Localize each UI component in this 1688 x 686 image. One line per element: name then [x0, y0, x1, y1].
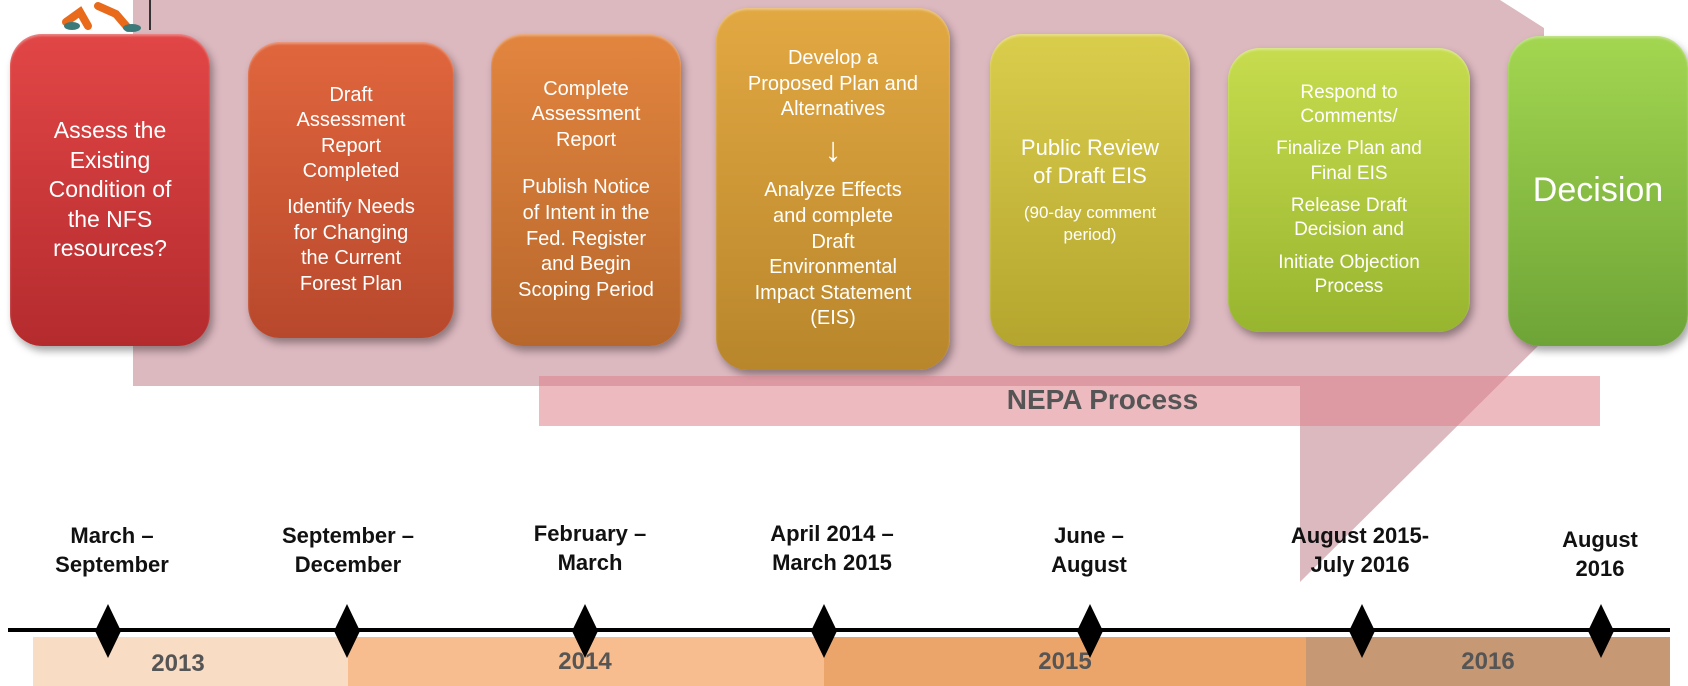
step-2-detail: the Current: [300, 247, 402, 270]
step-5-detail: period): [1063, 225, 1117, 245]
year-label: 2013: [151, 650, 205, 677]
step-respond-finalize: Respond to Comments/ Finalize Plan and F…: [1228, 48, 1470, 332]
step-1-line: the NFS: [67, 205, 153, 232]
date-label: April 2014 – March 2015: [752, 520, 912, 577]
step-3-detail: Publish Notice: [522, 176, 650, 199]
milestone-diamond: [1077, 604, 1103, 658]
step-6-detail: Release Draft: [1290, 195, 1408, 216]
step-1-line: Assess the: [53, 117, 167, 144]
date-label: August 2015- July 2016: [1284, 522, 1436, 579]
step-4-title: Alternatives: [780, 98, 886, 121]
milestone-diamond: [572, 604, 598, 658]
step-4-title: Proposed Plan and: [747, 72, 919, 95]
step-3-detail: Scoping Period: [518, 278, 654, 301]
step-2-title: Report: [320, 134, 382, 157]
step-6-detail: Final EIS: [1310, 162, 1388, 184]
milestone-diamond: [1349, 604, 1375, 658]
date-label: February – March: [520, 520, 660, 577]
date-label: March – September: [52, 522, 172, 579]
step-6-detail: Finalize Plan and: [1276, 138, 1422, 160]
date-label: September – December: [268, 522, 428, 579]
date-label-line: August: [1562, 527, 1638, 552]
step-6-detail: Initiate Objection: [1278, 251, 1420, 273]
step-3-detail: Fed. Register: [525, 227, 647, 250]
step-1-line: Existing: [69, 146, 151, 173]
step-3-detail: of Intent in the: [522, 202, 650, 224]
year-band-2015: [824, 637, 1306, 686]
step-6-detail: Process: [1314, 275, 1384, 297]
timeline-axis: [8, 628, 1670, 632]
year-band-2013: [33, 637, 348, 686]
date-label-line: March: [557, 549, 623, 575]
step-assess-condition: Assess the Existing Condition of the NFS…: [10, 34, 210, 346]
step-4-title: Develop a: [787, 47, 879, 70]
walking-person-icon: [62, 0, 151, 32]
date-label-line: 2016: [1575, 555, 1625, 581]
step-5-title: of Draft EIS: [1033, 163, 1147, 189]
year-label: 2015: [1038, 648, 1092, 675]
step-2-detail: Forest Plan: [299, 272, 403, 295]
step-3-detail: and Begin: [540, 253, 632, 276]
date-label-line: August: [1051, 551, 1127, 577]
step-proposed-plan: Develop a Proposed Plan and Alternatives…: [716, 8, 950, 370]
step-1-line: Condition of: [48, 176, 172, 203]
step-4-detail: Draft: [811, 230, 855, 253]
step-4-detail: Impact Statement: [754, 281, 912, 304]
step-2-title: Draft: [329, 83, 373, 106]
step-6-title: Respond to: [1300, 81, 1398, 103]
step-decision: Decision: [1508, 36, 1688, 346]
step-2-title: Assessment: [296, 109, 406, 132]
nepa-process-bar: [539, 376, 1600, 426]
milestone-diamond: [334, 604, 360, 658]
year-label: 2016: [1461, 648, 1515, 675]
step-1-line: resources?: [53, 235, 167, 262]
step-3-title: Assessment: [531, 103, 641, 126]
date-label-line: August 2015-: [1290, 523, 1430, 548]
date-label-line: February –: [533, 521, 647, 546]
step-2-detail: Identify Needs: [287, 196, 415, 218]
date-label: August 2016: [1550, 526, 1650, 583]
step-public-review: Public Review of Draft EIS (90-day comme…: [990, 34, 1190, 346]
date-label-line: December: [294, 551, 402, 577]
step-4-detail: Analyze Effects: [764, 179, 902, 202]
step-3-title: Report: [555, 128, 617, 151]
down-arrow-icon: ↓: [824, 130, 842, 169]
date-label-line: July 2016: [1310, 551, 1410, 577]
date-label-line: April 2014 –: [770, 521, 894, 546]
step-4-detail: and complete: [772, 204, 894, 227]
date-label-line: September –: [281, 523, 415, 548]
milestone-diamond: [95, 604, 121, 658]
step-4-detail: (EIS): [810, 307, 856, 330]
step-5-detail: (90-day comment: [1023, 203, 1157, 223]
step-4-detail: Environmental: [769, 256, 897, 279]
milestone-diamond: [1588, 604, 1614, 658]
step-6-detail: Decision and: [1294, 219, 1404, 241]
step-3-title: Complete: [543, 77, 629, 100]
date-label-line: June –: [1054, 523, 1124, 548]
step-2-title: Completed: [302, 160, 400, 183]
step-2-detail: for Changing: [293, 221, 409, 244]
step-6-title: Comments/: [1300, 106, 1398, 128]
date-label-line: September: [55, 551, 169, 577]
date-label: June – August: [1032, 522, 1146, 579]
step-complete-assessment: Complete Assessment Report Publish Notic…: [491, 34, 681, 346]
date-label-line: March 2015: [772, 549, 892, 575]
nepa-process-label: NEPA Process: [1006, 384, 1199, 415]
step-draft-assessment: Draft Assessment Report Completed Identi…: [248, 42, 454, 338]
step-7-label: Decision: [1532, 171, 1664, 210]
milestone-diamond: [811, 604, 837, 658]
step-5-title: Public Review: [1020, 135, 1160, 161]
date-label-line: March –: [70, 523, 154, 548]
